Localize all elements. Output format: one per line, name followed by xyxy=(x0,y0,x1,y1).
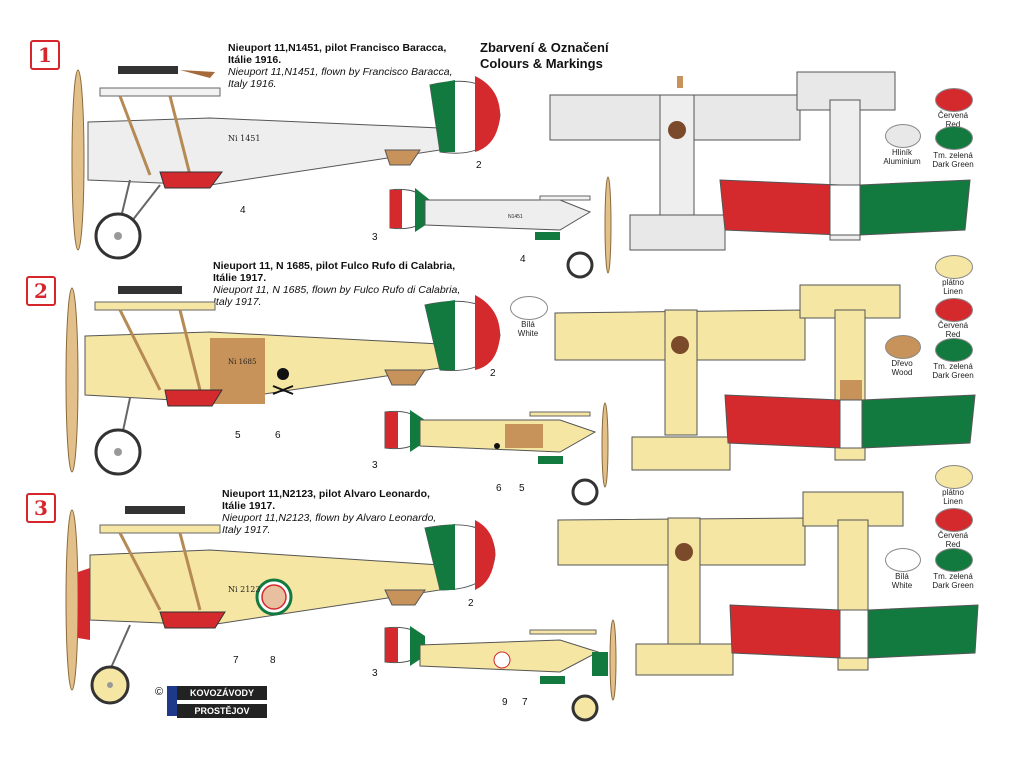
caption-en: Nieuport 11,N1451, flown by Francisco Ba… xyxy=(228,66,453,78)
copyright-mark: © xyxy=(155,686,164,698)
scheme-1-small-profile: N1451 xyxy=(389,176,612,279)
scheme-2-side-profile: Ni 1685 xyxy=(65,286,501,476)
callout: 3 xyxy=(372,668,378,679)
caption-cz: Nieuport 11,N1451, pilot Francisco Barac… xyxy=(228,42,447,54)
callout: 7 xyxy=(522,697,528,708)
callout: 2 xyxy=(468,598,474,609)
scheme-3-bottom-view xyxy=(729,491,979,671)
scheme-1-bottom-view xyxy=(719,71,971,241)
caption-cz: Nieuport 11,N2123, pilot Alvaro Leonardo… xyxy=(222,488,430,500)
caption-en-2: Italy 1917. xyxy=(222,524,271,536)
caption-cz-2: Itálie 1917. xyxy=(213,272,267,284)
logo-line-1: KOVOZÁVODY xyxy=(177,686,267,700)
scheme-2-bottom-view xyxy=(724,284,976,461)
callout: 9 xyxy=(502,697,508,708)
callout: 2 xyxy=(476,160,482,171)
logo-shield xyxy=(167,686,177,716)
serial-mark: Ni 2123 xyxy=(228,585,260,594)
swatch-linen xyxy=(935,465,973,489)
scheme-2-top-view xyxy=(554,309,806,471)
callout: 4 xyxy=(240,205,246,216)
caption-en: Nieuport 11, N 1685, flown by Fulco Rufo… xyxy=(213,284,461,296)
heading-cz: Zbarvení & Označení xyxy=(480,40,609,55)
callout: 5 xyxy=(519,483,525,494)
callout: 8 xyxy=(270,655,276,666)
scheme-3-small-profile xyxy=(384,619,617,722)
swatch-white xyxy=(510,296,548,320)
scheme-badge-1: 1 xyxy=(30,40,60,70)
svg-text:N1451: N1451 xyxy=(508,214,523,220)
swatch-linen xyxy=(935,255,973,279)
scheme-badge-3: 3 xyxy=(26,493,56,523)
callout: 2 xyxy=(490,368,496,379)
serial-mark: Ni 1451 xyxy=(228,134,260,143)
colours-markings-heading: Zbarvení & Označení Colours & Markings xyxy=(480,40,609,72)
caption-en-2: Italy 1916. xyxy=(228,78,277,90)
scheme-3-caption: Nieuport 11,N2123, pilot Alvaro Leonardo… xyxy=(222,488,436,536)
callout: 3 xyxy=(372,460,378,471)
callout: 6 xyxy=(496,483,502,494)
scheme-2-caption: Nieuport 11, N 1685, pilot Fulco Rufo di… xyxy=(213,260,460,308)
caption-en-2: Italy 1917. xyxy=(213,296,262,308)
swatch-red xyxy=(935,88,973,112)
callout: 7 xyxy=(233,655,239,666)
kovozavody-prostejov-logo: © KOVOZÁVODY PROSTĚJOV xyxy=(155,686,267,722)
swatch-wood xyxy=(885,335,921,359)
scheme-1-top-view xyxy=(549,76,801,251)
scheme-3-side-profile: Ni 2123 xyxy=(65,506,496,705)
swatch-dark-green xyxy=(935,548,973,572)
caption-cz: Nieuport 11, N 1685, pilot Fulco Rufo di… xyxy=(213,260,456,272)
caption-cz-2: Itálie 1917. xyxy=(222,500,276,512)
callout: 5 xyxy=(235,430,241,441)
swatch-red xyxy=(935,298,973,322)
swatch-dark-green xyxy=(935,338,973,362)
caption-en: Nieuport 11,N2123, flown by Alvaro Leona… xyxy=(222,512,437,524)
swatch-red xyxy=(935,508,973,532)
scheme-badge-2: 2 xyxy=(26,276,56,306)
scheme-1-caption: Nieuport 11,N1451, pilot Francisco Barac… xyxy=(228,42,453,90)
callout: 3 xyxy=(372,232,378,243)
scheme-3-top-view xyxy=(557,517,806,676)
serial-mark: Ni 1685 xyxy=(228,358,256,366)
caption-cz-2: Itálie 1916. xyxy=(228,54,282,66)
callout: 4 xyxy=(520,254,526,265)
swatch-aluminium xyxy=(885,124,921,148)
heading-en: Colours & Markings xyxy=(480,56,603,71)
scheme-2-small-profile xyxy=(384,402,609,506)
scheme-1-side-profile: Ni 1451 xyxy=(71,66,501,260)
swatch-dark-green xyxy=(935,126,973,150)
swatch-white xyxy=(885,548,921,572)
logo-line-2: PROSTĚJOV xyxy=(177,704,267,718)
callout: 6 xyxy=(275,430,281,441)
